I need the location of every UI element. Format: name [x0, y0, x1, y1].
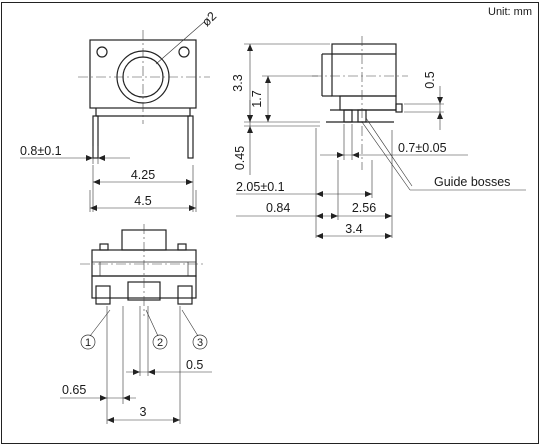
dim-boss-size: 0.7±0.05 — [398, 141, 447, 155]
dim-lead-width: 0.8±0.1 — [20, 144, 62, 158]
dim-diameter: ø2 — [199, 9, 219, 29]
dim-depth: 3.4 — [345, 222, 362, 236]
dim-offset-b: 0.84 — [266, 201, 290, 215]
dim-pin-width: 0.65 — [62, 383, 86, 397]
pin-marker-3: 3 — [192, 334, 208, 350]
pin-marker-2: 2 — [152, 334, 168, 350]
side-view: 3.3 1.7 0.5 0.45 0.7±0.05 Guide bosses — [231, 36, 526, 239]
dim-offset-c: 2.56 — [352, 201, 376, 215]
dim-offset-a: 2.05±0.1 — [236, 180, 285, 194]
unit-label: Unit: mm — [488, 6, 532, 18]
dim-tab-thickness: 0.5 — [423, 71, 437, 88]
svg-text:3: 3 — [197, 337, 203, 349]
svg-text:2: 2 — [157, 337, 163, 349]
dim-height-total: 3.3 — [231, 74, 245, 91]
dim-pin-pitch: 3 — [140, 405, 147, 419]
dim-height-mid: 1.7 — [250, 90, 264, 107]
svg-text:1: 1 — [85, 337, 91, 349]
bottom-view: 1 2 3 0.5 0.65 3 — [60, 224, 212, 424]
top-view: ø2 0.8±0.1 4.25 4.5 — [20, 9, 219, 212]
dim-body-width: 4.5 — [134, 194, 151, 208]
dim-lead-thickness: 0.45 — [233, 146, 247, 170]
pin-marker-1: 1 — [80, 334, 96, 350]
dim-lead-span: 4.25 — [131, 168, 155, 182]
dim-pitch-small: 0.5 — [186, 358, 203, 372]
guide-bosses-label: Guide bosses — [434, 175, 510, 189]
